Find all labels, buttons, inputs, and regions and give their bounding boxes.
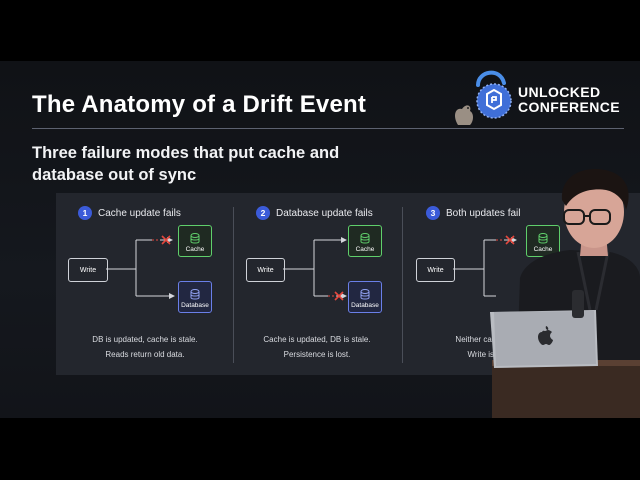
caption-line: Write is los: [467, 350, 507, 359]
write-box-2: Write: [246, 258, 285, 282]
database-box-1: Database: [178, 281, 212, 313]
cache-database-icon: [190, 233, 200, 244]
diagram-connectors: [106, 235, 517, 301]
column-1-title: Cache update fails: [98, 207, 181, 219]
title-divider: [32, 128, 624, 129]
database-label-1: Database: [181, 302, 209, 309]
slide: The Anatomy of a Drift Event Three failu…: [0, 61, 640, 418]
database-icon: [360, 289, 370, 300]
column-divider: [402, 207, 403, 363]
logo-line-1: UNLOCKED: [518, 84, 601, 100]
column-2-caption: Cache is updated, DB is stale. Persisten…: [232, 332, 402, 362]
connectors-col-3: [453, 235, 517, 297]
caption-line: Reads return old data.: [105, 350, 185, 359]
caption-line: Neither cache nor: [455, 335, 519, 344]
caption-line: Cache is updated, DB is stale.: [263, 335, 371, 344]
caption-line: DB is updated, cache is stale.: [92, 335, 198, 344]
column-2-heading: 2 Database update fails: [256, 206, 373, 220]
column-1-caption: DB is updated, cache is stale. Reads ret…: [60, 332, 230, 362]
speaker-photo: [490, 160, 640, 418]
logo-line-2: CONFERENCE: [518, 99, 621, 115]
column-3-caption: Neither cache nor Write is los: [402, 332, 572, 362]
speaker-figure: [490, 169, 640, 418]
write-box-1: Write: [68, 258, 108, 282]
database-icon: [190, 289, 200, 300]
cache-label-3: Cache: [533, 246, 553, 253]
column-2-title: Database update fails: [276, 207, 373, 219]
padlock-squirrel-icon: [455, 70, 512, 125]
cache-label-2: Cache: [355, 246, 375, 253]
step-badge-2: 2: [256, 206, 270, 220]
database-box-2: Database: [348, 281, 382, 313]
cache-database-icon: [538, 233, 548, 244]
column-3-title: Both updates fail: [446, 207, 521, 219]
column-1-heading: 1 Cache update fails: [78, 206, 181, 220]
connectors-col-2: [283, 237, 347, 301]
column-3-heading: 3 Both updates fail: [426, 206, 521, 220]
slide-subtitle: Three failure modes that put cache and d…: [32, 144, 340, 184]
cache-box-3: Cache: [526, 225, 560, 257]
step-badge-3: 3: [426, 206, 440, 220]
cache-label-1: Cache: [185, 246, 205, 253]
conference-logo: UNLOCKED CONFERENCE: [448, 63, 628, 129]
cache-box-2: Cache: [348, 225, 382, 257]
cache-box-1: Cache: [178, 225, 212, 257]
write-box-3: Write: [416, 258, 455, 282]
column-divider: [233, 207, 234, 363]
step-badge-1: 1: [78, 206, 92, 220]
caption-line: Persistence is lost.: [283, 350, 351, 359]
connectors-col-1: [106, 235, 175, 299]
cache-database-icon: [360, 233, 370, 244]
database-label-2: Database: [351, 302, 379, 309]
slide-title: The Anatomy of a Drift Event: [32, 91, 367, 118]
